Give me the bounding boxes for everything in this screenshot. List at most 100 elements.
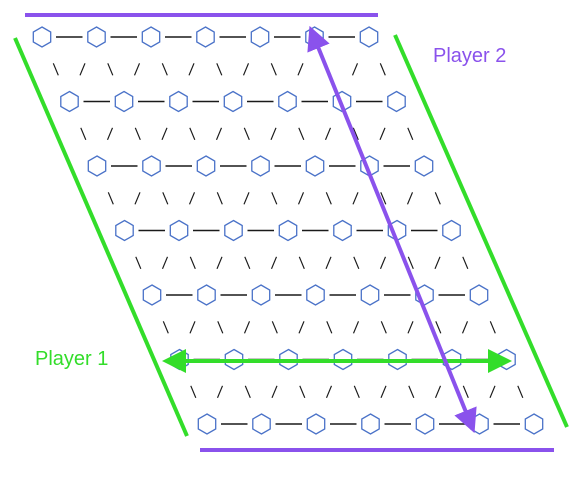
diagonal-link-backslash (190, 385, 197, 399)
diagonal-link-slash (161, 256, 169, 270)
hex-cell (142, 155, 161, 177)
diagonal-link-backslash (244, 256, 251, 270)
hex-cell (87, 26, 106, 48)
diagonal-link-backslash (244, 385, 251, 399)
diagonal-link-slash (324, 127, 332, 141)
diagonal-link-slash (407, 321, 414, 334)
diagonal-link-backslash (435, 321, 442, 334)
diagonal-link-backslash (407, 127, 414, 141)
diagonal-link-backslash (107, 63, 114, 76)
diagonal-link-backslash (462, 256, 469, 270)
diagonal-link-slash (189, 321, 196, 334)
diagonal-link-slash (216, 256, 223, 270)
diagonal-link-slash (379, 127, 386, 141)
diagonal-link-slash (134, 192, 141, 205)
diagonal-link-backslash (189, 127, 196, 141)
diagonal-link-slash (434, 385, 442, 399)
hex-cell (442, 219, 461, 242)
hex-cell (196, 26, 215, 48)
diagonal-link-backslash (271, 321, 278, 334)
diagonal-link-backslash (270, 63, 277, 76)
diagonal-link-slash (271, 385, 278, 399)
diagonal-link-backslash (434, 192, 441, 205)
diagonal-link-backslash (52, 63, 59, 76)
diagonal-link-slash (406, 192, 414, 205)
hex-cell (169, 90, 188, 113)
diagonal-link-slash (79, 63, 86, 76)
diagonal-link-slash (434, 256, 441, 270)
diagonal-link-slash (325, 385, 333, 399)
hex-cell (87, 155, 107, 177)
diagonal-link-backslash (379, 63, 386, 76)
hex-cell (197, 413, 217, 435)
diagonal-link-slash (270, 127, 277, 141)
hex-cell (278, 90, 297, 113)
diagonal-link-slash (379, 256, 387, 270)
diagonal-link-slash (461, 321, 469, 334)
diagonal-link-backslash (217, 321, 224, 334)
hex-cell (470, 413, 489, 435)
hex-cell (224, 219, 243, 242)
hex-cell (115, 219, 134, 242)
player1-left-edge (13, 37, 189, 437)
hex-cell (142, 284, 162, 306)
diagonal-link-backslash (216, 63, 223, 76)
diagonal-link-backslash (353, 385, 360, 399)
diagonal-link-slash (297, 192, 305, 205)
hex-cell (497, 348, 516, 371)
diagonal-link-slash (106, 127, 114, 141)
diagonal-link-backslash (299, 385, 306, 399)
diagonal-link-backslash (161, 63, 168, 76)
hex-cell (278, 219, 298, 242)
diagonal-link-backslash (107, 192, 114, 205)
hex-cell (196, 155, 216, 177)
diagonal-link-backslash (489, 321, 496, 334)
board-cells (32, 26, 544, 435)
diagonal-link-backslash (353, 256, 360, 270)
diagonal-link-backslash (517, 385, 524, 399)
hex-cell (60, 90, 79, 113)
diagonal-link-backslash (134, 127, 141, 141)
hex-cell (306, 284, 325, 306)
hex-cell (306, 413, 326, 435)
diagonal-link-backslash (462, 385, 469, 399)
diagonal-link-backslash (298, 127, 305, 141)
hex-cell (305, 155, 325, 177)
diagonal-link-slash (352, 321, 360, 334)
hex-cell (250, 26, 270, 48)
hex-cell (361, 413, 380, 435)
hex-cell (223, 90, 243, 113)
diagonal-link-slash (161, 127, 168, 141)
hex-cell (197, 284, 216, 306)
diagonal-link-backslash (135, 256, 142, 270)
diagonal-link-slash (188, 63, 195, 76)
hex-cell (415, 413, 435, 435)
hex-cell (333, 219, 352, 242)
diagonal-link-backslash (298, 256, 305, 270)
diagonal-link-slash (352, 192, 359, 205)
diagonal-link-slash (215, 127, 223, 141)
diagonal-link-backslash (162, 321, 169, 334)
hex-cell (114, 90, 134, 113)
hex-cell (32, 26, 52, 48)
diagonal-link-backslash (162, 192, 169, 205)
hex-cell (141, 26, 161, 48)
diagonal-link-backslash (216, 192, 223, 205)
diagonal-link-slash (325, 256, 332, 270)
hex-cell (387, 90, 406, 113)
diagonal-link-backslash (326, 321, 333, 334)
hex-cell (252, 413, 271, 435)
player2-label: Player 2 (433, 45, 507, 67)
diagonal-link-slash (297, 63, 304, 76)
hex-cell (360, 284, 380, 306)
diagonal-link-slash (243, 321, 251, 334)
hex-cell (359, 26, 379, 48)
diagonal-link-slash (133, 63, 141, 76)
diagonal-link-slash (242, 63, 250, 76)
diagonal-link-slash (380, 385, 387, 399)
diagonal-link-backslash (80, 127, 87, 141)
player1-label: Player 1 (35, 348, 109, 370)
diagonal-link-backslash (189, 256, 196, 270)
